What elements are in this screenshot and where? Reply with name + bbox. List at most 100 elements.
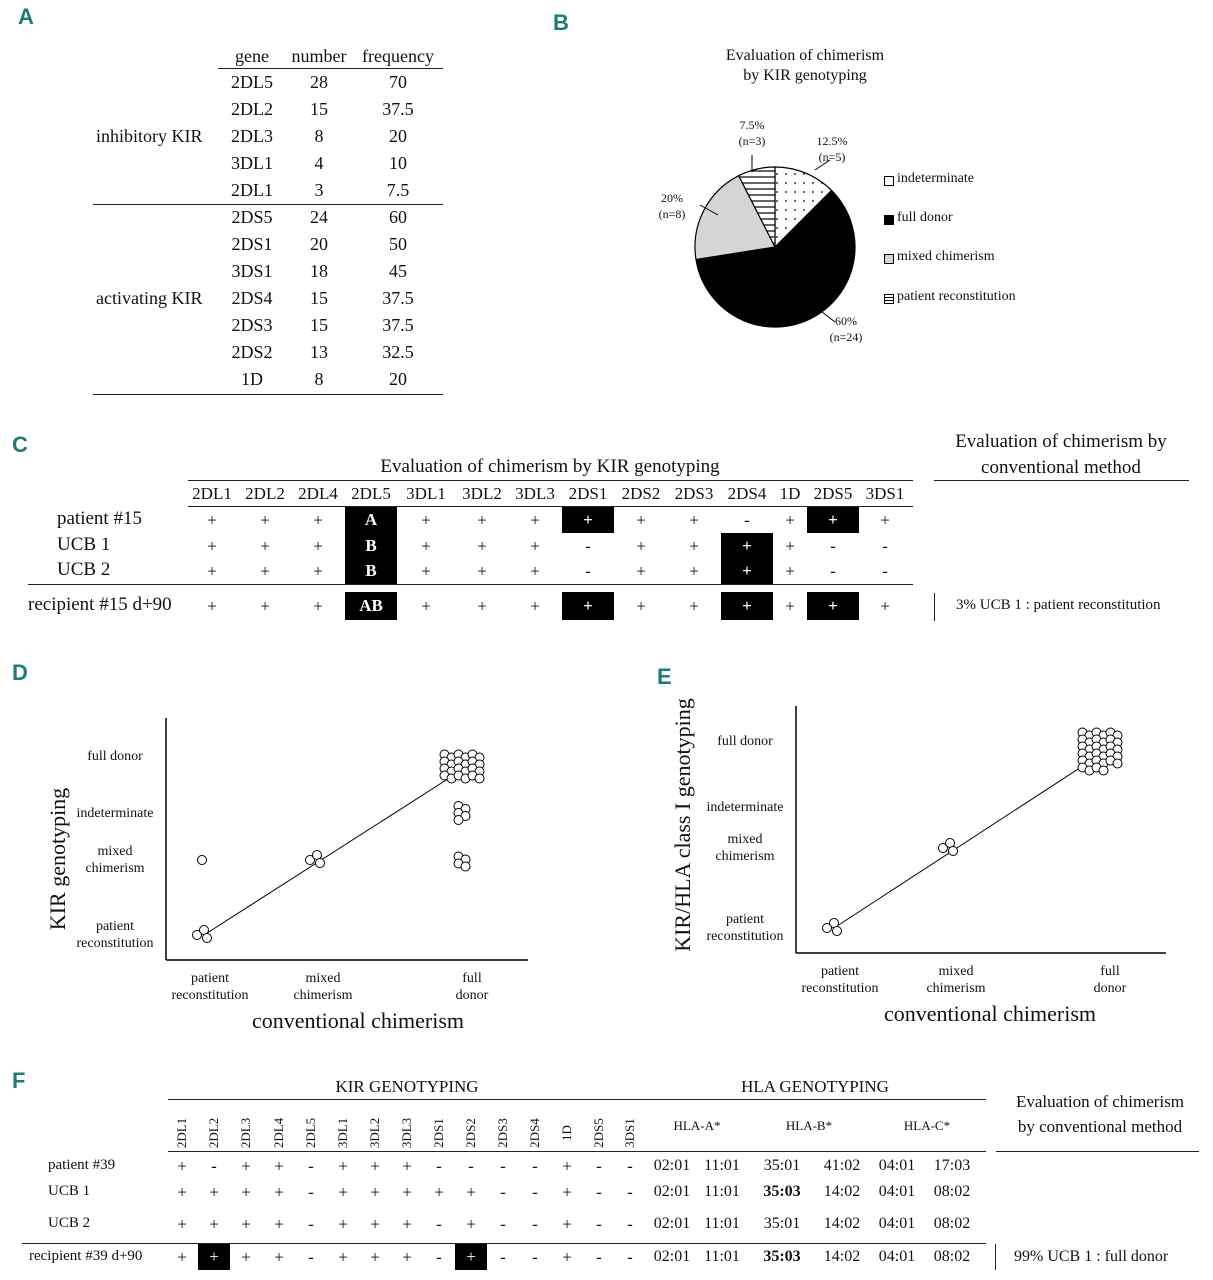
highlighted-cell: AB: [345, 592, 397, 620]
leader-line: [814, 159, 831, 171]
hla-column-header: HLA-B*: [785, 1118, 833, 1133]
table-cell: 2DS5: [231, 207, 273, 227]
table-cell: -: [744, 510, 750, 530]
row-label: patient #39: [48, 1157, 116, 1173]
column-header: 1D: [779, 484, 801, 503]
table-cell: +: [689, 561, 699, 581]
hla-column-header: HLA-A*: [673, 1118, 721, 1133]
table-cell: +: [402, 1156, 412, 1176]
y-tick-label: indeterminate: [706, 800, 784, 815]
divider-line: [188, 506, 913, 507]
y-tick-label: patient reconstitution: [706, 912, 784, 944]
table-cell: +: [207, 536, 217, 556]
legend-label: mixed chimerism: [897, 249, 995, 264]
table-cell: +: [421, 596, 431, 616]
rotated-column-header: 2DS4: [527, 1118, 542, 1148]
panel-label: D: [12, 660, 28, 685]
divider-line: [28, 584, 913, 585]
hla-allele: 11:01: [704, 1248, 740, 1265]
table-cell: +: [530, 561, 540, 581]
hla-allele: 11:01: [704, 1183, 740, 1200]
table-cell: -: [308, 1247, 314, 1267]
table-cell: 20: [310, 234, 328, 254]
table-cell: +: [209, 1214, 219, 1234]
table-cell: +: [313, 536, 323, 556]
table-cell: +: [207, 596, 217, 616]
table-cell: 2DS4: [231, 288, 273, 308]
table-cell: 32.5: [382, 342, 414, 362]
table-cell: 7.5: [386, 180, 410, 200]
table-cell: -: [596, 1182, 602, 1202]
highlighted-cell: B: [345, 558, 397, 584]
rotated-column-header: 2DL4: [271, 1117, 286, 1149]
slice-label: 20%: [661, 191, 683, 205]
table-cell: -: [500, 1247, 506, 1267]
x-tick-label: patient reconstitution: [171, 971, 249, 1003]
table-cell: +: [370, 1156, 380, 1176]
rotated-column-header: 2DL1: [174, 1117, 189, 1149]
rotated-column-header: 3DL3: [399, 1117, 414, 1149]
row-label: UCB 2: [48, 1215, 91, 1231]
column-header: 2DL1: [192, 484, 232, 503]
table-cell: +: [209, 1182, 219, 1202]
column-header: 3DL3: [515, 484, 555, 503]
group-label: activating KIR: [96, 288, 203, 308]
group-label: inhibitory KIR: [96, 126, 203, 146]
table-cell: -: [532, 1182, 538, 1202]
data-point: [460, 861, 471, 872]
rotated-column-header: 2DS2: [463, 1118, 478, 1148]
table-cell: -: [500, 1156, 506, 1176]
rotated-column-header: 2DL5: [303, 1117, 318, 1149]
rotated-column-header: 2DS3: [495, 1118, 510, 1148]
table-cell: +: [241, 1247, 251, 1267]
slice-n-label: (n=24): [829, 330, 863, 344]
table-cell: +: [402, 1214, 412, 1234]
table-cell: +: [636, 596, 646, 616]
table-cell: +: [689, 596, 699, 616]
slice-label: 12.5%: [816, 134, 848, 148]
slice-n-label: (n=8): [658, 207, 686, 221]
hla-allele: 14:02: [823, 1183, 861, 1200]
table-cell: +: [338, 1182, 348, 1202]
rotated-column-header: 3DL2: [367, 1117, 382, 1149]
table-cell: +: [260, 536, 270, 556]
x-tick-label: full donor: [455, 971, 489, 1003]
table-cell: 8: [314, 126, 324, 146]
y-tick-label: full donor: [87, 749, 143, 764]
table-cell: +: [477, 596, 487, 616]
slice-n-label: (n=5): [818, 150, 846, 164]
divider-line: [934, 593, 935, 621]
table-cell: +: [274, 1247, 284, 1267]
table-cell: +: [370, 1214, 380, 1234]
table-cell: 4: [314, 153, 324, 173]
highlighted-cell: +: [198, 1244, 230, 1270]
table-cell: +: [402, 1247, 412, 1267]
table-cell: 2DS1: [231, 234, 273, 254]
table-cell: 28: [310, 72, 328, 92]
table-cell: +: [466, 1182, 476, 1202]
y-axis-title: KIR/HLA class I genotyping: [670, 697, 695, 952]
divider-line: [93, 204, 443, 205]
table-cell: -: [585, 561, 591, 581]
table-cell: +: [421, 536, 431, 556]
table-cell: 20: [389, 126, 407, 146]
highlighted-cell: +: [562, 592, 614, 620]
table-cell: -: [596, 1214, 602, 1234]
trend-line: [833, 759, 1093, 929]
hla-allele: 11:01: [704, 1157, 740, 1174]
table-cell: 20: [389, 369, 407, 389]
table-cell: +: [207, 561, 217, 581]
trend-line: [203, 774, 455, 936]
panel-label: B: [553, 10, 569, 35]
data-point: [315, 858, 325, 868]
table-cell: +: [785, 510, 795, 530]
highlighted-cell: +: [807, 507, 859, 533]
table-cell: +: [370, 1247, 380, 1267]
legend-swatch: [884, 176, 894, 186]
data-point: [192, 930, 202, 940]
table-cell: +: [636, 510, 646, 530]
chart-title: Evaluation of chimerism by KIR genotypin…: [725, 47, 885, 84]
table-cell: +: [274, 1182, 284, 1202]
